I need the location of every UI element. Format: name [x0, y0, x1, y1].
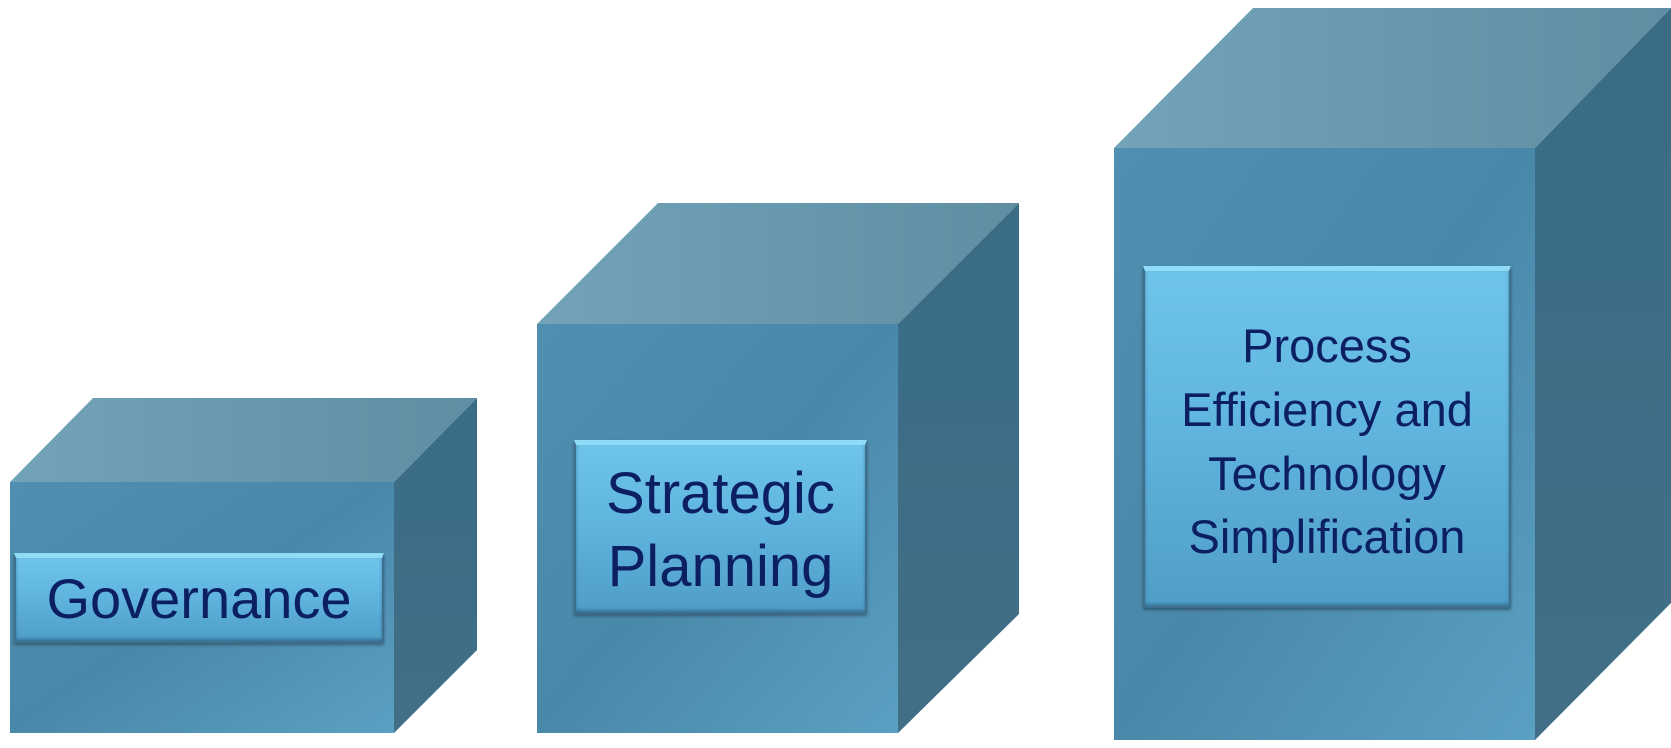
cube-process-side [1535, 8, 1671, 740]
cube-strategic-side [898, 203, 1019, 733]
governance-label: Governance [14, 553, 384, 643]
process-efficiency-label: Process Efficiency and Technology Simpli… [1143, 266, 1511, 608]
strategic-planning-label-text: Strategic Planning [606, 461, 835, 599]
cube-process-top [1114, 8, 1671, 148]
governance-label-text: Governance [46, 567, 352, 631]
strategic-planning-label: Strategic Planning [574, 440, 867, 614]
cube-governance-side [394, 398, 477, 733]
cube-governance-top [10, 398, 477, 482]
process-efficiency-label-text: Process Efficiency and Technology Simpli… [1181, 318, 1473, 564]
cube-strategic-top [537, 203, 1019, 324]
